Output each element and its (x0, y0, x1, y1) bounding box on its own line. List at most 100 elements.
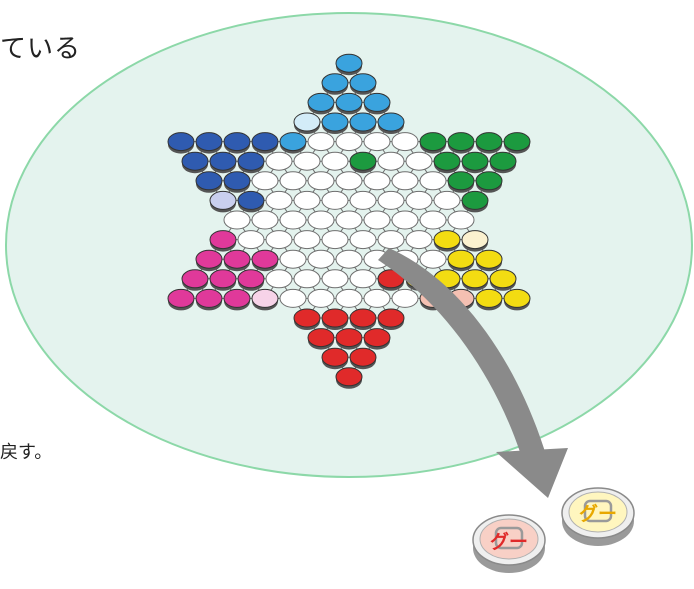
board-hole[interactable] (280, 172, 306, 190)
board-piece[interactable] (364, 329, 390, 350)
board-piece[interactable] (238, 270, 264, 291)
board-piece[interactable] (238, 152, 264, 173)
board-hole[interactable] (336, 250, 362, 268)
board-piece[interactable] (322, 74, 348, 95)
board-piece[interactable] (308, 93, 334, 114)
board-hole[interactable] (364, 289, 390, 307)
board-hole[interactable] (420, 211, 446, 229)
board-hole[interactable] (392, 289, 418, 307)
board-piece[interactable] (434, 152, 460, 173)
board-hole[interactable] (392, 133, 418, 151)
board-hole[interactable] (392, 211, 418, 229)
board-piece[interactable] (210, 231, 236, 252)
board-piece[interactable] (434, 231, 460, 252)
disc-yellow-gu[interactable]: グー (562, 488, 634, 546)
board-hole[interactable] (406, 191, 432, 209)
board-hole[interactable] (434, 191, 460, 209)
disc-red-gu[interactable]: グー (473, 515, 545, 573)
board-piece[interactable] (182, 152, 208, 173)
board-piece[interactable] (224, 250, 250, 271)
board-piece[interactable] (336, 329, 362, 350)
board-hole[interactable] (266, 270, 292, 288)
board-hole[interactable] (252, 172, 278, 190)
board-hole[interactable] (420, 250, 446, 268)
board-hole[interactable] (308, 211, 334, 229)
board-piece[interactable] (462, 152, 488, 173)
board-hole[interactable] (280, 250, 306, 268)
board-hole[interactable] (266, 191, 292, 209)
board-hole[interactable] (322, 231, 348, 249)
board-piece[interactable] (210, 152, 236, 173)
board-hole[interactable] (392, 172, 418, 190)
board-piece[interactable] (196, 133, 222, 154)
board-hole[interactable] (294, 231, 320, 249)
board-piece[interactable] (308, 329, 334, 350)
board-hole[interactable] (336, 133, 362, 151)
board-piece[interactable] (350, 152, 376, 173)
board-hole[interactable] (308, 172, 334, 190)
board-hole[interactable] (322, 152, 348, 170)
board-hole[interactable] (336, 172, 362, 190)
board-piece[interactable] (252, 133, 278, 154)
board-hole[interactable] (308, 289, 334, 307)
board-piece[interactable] (168, 133, 194, 154)
board-piece[interactable] (196, 289, 222, 310)
board-piece[interactable] (224, 289, 250, 310)
board-hole[interactable] (378, 231, 404, 249)
board-hole[interactable] (336, 289, 362, 307)
board-hole[interactable] (350, 270, 376, 288)
board-piece[interactable] (476, 172, 502, 193)
board-piece[interactable] (280, 133, 306, 154)
board-hole[interactable] (266, 231, 292, 249)
board-piece[interactable] (350, 113, 376, 134)
board-piece[interactable] (350, 309, 376, 330)
board-hole[interactable] (308, 133, 334, 151)
board-hole[interactable] (364, 211, 390, 229)
board-piece[interactable] (378, 309, 404, 330)
board-piece[interactable] (448, 250, 474, 271)
board-piece[interactable] (224, 133, 250, 154)
board-piece[interactable] (294, 309, 320, 330)
board-piece[interactable] (504, 133, 530, 154)
board-hole[interactable] (350, 191, 376, 209)
board-piece[interactable] (336, 368, 362, 389)
board-piece[interactable] (490, 270, 516, 291)
board-piece[interactable] (210, 270, 236, 291)
board-piece[interactable] (294, 113, 320, 134)
board-piece[interactable] (476, 250, 502, 271)
board-piece[interactable] (210, 191, 236, 212)
board-piece[interactable] (182, 270, 208, 291)
board-hole[interactable] (294, 152, 320, 170)
board-hole[interactable] (406, 231, 432, 249)
board-piece[interactable] (476, 289, 502, 310)
board-piece[interactable] (462, 231, 488, 252)
board-hole[interactable] (294, 270, 320, 288)
board-hole[interactable] (322, 270, 348, 288)
board-piece[interactable] (448, 133, 474, 154)
board-hole[interactable] (266, 152, 292, 170)
board-piece[interactable] (252, 250, 278, 271)
board-hole[interactable] (294, 191, 320, 209)
board-piece[interactable] (420, 133, 446, 154)
board-hole[interactable] (280, 211, 306, 229)
board-piece[interactable] (462, 191, 488, 212)
board-piece[interactable] (322, 348, 348, 369)
board-hole[interactable] (238, 231, 264, 249)
board-piece[interactable] (350, 348, 376, 369)
board-piece[interactable] (196, 250, 222, 271)
board-piece[interactable] (322, 309, 348, 330)
board-hole[interactable] (336, 211, 362, 229)
board-piece[interactable] (196, 172, 222, 193)
board-piece[interactable] (462, 270, 488, 291)
board-hole[interactable] (420, 172, 446, 190)
board-hole[interactable] (378, 152, 404, 170)
board-piece[interactable] (476, 133, 502, 154)
board-piece[interactable] (364, 93, 390, 114)
board-piece[interactable] (224, 172, 250, 193)
board-piece[interactable] (490, 152, 516, 173)
board-hole[interactable] (224, 211, 250, 229)
board-hole[interactable] (406, 152, 432, 170)
board-piece[interactable] (168, 289, 194, 310)
board-piece[interactable] (336, 54, 362, 75)
board-hole[interactable] (308, 250, 334, 268)
